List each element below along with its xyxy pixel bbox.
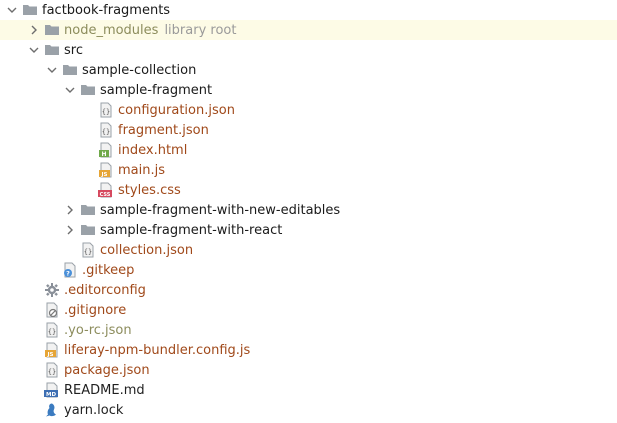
tree-item-label: sample-fragment-with-react (100, 222, 283, 238)
tree-item-index-html[interactable]: H index.html (0, 140, 617, 160)
tree-item-sample-fragment-with-react[interactable]: sample-fragment-with-react (0, 220, 617, 240)
tree-item-src[interactable]: src (0, 40, 617, 60)
chevron-down-icon[interactable] (4, 2, 20, 18)
markdown-file-icon: MD (44, 382, 60, 398)
svg-text:?: ? (66, 270, 70, 278)
json-file-icon: {} (98, 122, 114, 138)
folder-icon (62, 62, 78, 78)
tree-item-sample-fragment[interactable]: sample-fragment (0, 80, 617, 100)
tree-item-label: styles.css (118, 182, 181, 198)
gitignore-icon (44, 302, 60, 318)
tree-item-label: sample-collection (82, 62, 197, 78)
svg-text:MD: MD (46, 392, 56, 398)
tree-item-collection-json[interactable]: {} collection.json (0, 240, 617, 260)
folder-icon (80, 202, 96, 218)
tree-item-label: node_modules (64, 22, 159, 38)
tree-item-label: src (64, 42, 83, 58)
tree-item-styles-css[interactable]: CSS styles.css (0, 180, 617, 200)
tree-item-yo-rc-json[interactable]: {} .yo-rc.json (0, 320, 617, 340)
tree-item-label: package.json (64, 362, 150, 378)
chevron-right-icon[interactable] (62, 222, 78, 238)
tree-item-label: index.html (118, 142, 188, 158)
svg-text:JS: JS (46, 352, 53, 358)
css-file-icon: CSS (98, 182, 114, 198)
html-file-icon: H (98, 142, 114, 158)
svg-text:{}: {} (48, 368, 56, 376)
tree-item-sample-collection[interactable]: sample-collection (0, 60, 617, 80)
yarn-icon (44, 402, 60, 418)
tree-item-label: main.js (118, 162, 165, 178)
tree-item-gitkeep[interactable]: ? .gitkeep (0, 260, 617, 280)
unknown-file-icon: ? (62, 262, 78, 278)
tree-item-configuration-json[interactable]: {} configuration.json (0, 100, 617, 120)
chevron-down-icon[interactable] (26, 42, 42, 58)
tree-item-package-json[interactable]: {} package.json (0, 360, 617, 380)
chevron-down-icon[interactable] (44, 62, 60, 78)
svg-text:{}: {} (84, 248, 92, 256)
tree-item-label: .gitkeep (82, 262, 135, 278)
tree-item-sample-fragment-with-new-editables[interactable]: sample-fragment-with-new-editables (0, 200, 617, 220)
json-file-icon: {} (80, 242, 96, 258)
tree-item-liferay-npm-bundler-config-js[interactable]: JS liferay-npm-bundler.config.js (0, 340, 617, 360)
tree-item-editorconfig[interactable]: .editorconfig (0, 280, 617, 300)
folder-icon (44, 42, 60, 58)
chevron-right-icon[interactable] (26, 22, 42, 38)
svg-text:CSS: CSS (100, 192, 111, 198)
tree-item-label: fragment.json (118, 122, 209, 138)
svg-text:{}: {} (48, 328, 56, 336)
folder-icon (44, 22, 60, 38)
tree-item-gitignore[interactable]: .gitignore (0, 300, 617, 320)
tree-item-label: yarn.lock (64, 402, 124, 418)
tree-item-label: factbook-fragments (42, 2, 171, 18)
svg-text:{}: {} (102, 108, 110, 116)
svg-text:{}: {} (102, 128, 110, 136)
svg-text:JS: JS (100, 172, 107, 178)
tree-item-root[interactable]: factbook-fragments (0, 0, 617, 20)
tree-item-yarn-lock[interactable]: yarn.lock (0, 400, 617, 420)
tree-item-label: sample-fragment (100, 82, 213, 98)
folder-icon (80, 82, 96, 98)
folder-icon (22, 2, 38, 18)
tree-item-label: .gitignore (64, 302, 127, 318)
chevron-right-icon[interactable] (62, 202, 78, 218)
json-file-icon: {} (44, 322, 60, 338)
tree-item-label: liferay-npm-bundler.config.js (64, 342, 251, 358)
svg-text:H: H (101, 151, 106, 158)
gear-icon (44, 282, 60, 298)
library-root-hint: library root (164, 22, 237, 38)
chevron-down-icon[interactable] (62, 82, 78, 98)
tree-item-main-js[interactable]: JS main.js (0, 160, 617, 180)
tree-item-label: README.md (64, 382, 145, 398)
tree-item-readme-md[interactable]: MD README.md (0, 380, 617, 400)
tree-item-label: sample-fragment-with-new-editables (100, 202, 341, 218)
tree-item-label: collection.json (100, 242, 194, 258)
tree-item-fragment-json[interactable]: {} fragment.json (0, 120, 617, 140)
js-file-icon: JS (44, 342, 60, 358)
folder-icon (80, 222, 96, 238)
tree-item-label: .yo-rc.json (64, 322, 132, 338)
json-file-icon: {} (44, 362, 60, 378)
tree-item-label: .editorconfig (64, 282, 146, 298)
tree-item-node-modules[interactable]: node_modules library root (0, 20, 617, 40)
tree-item-label: configuration.json (118, 102, 235, 118)
js-file-icon: JS (98, 162, 114, 178)
json-file-icon: {} (98, 102, 114, 118)
